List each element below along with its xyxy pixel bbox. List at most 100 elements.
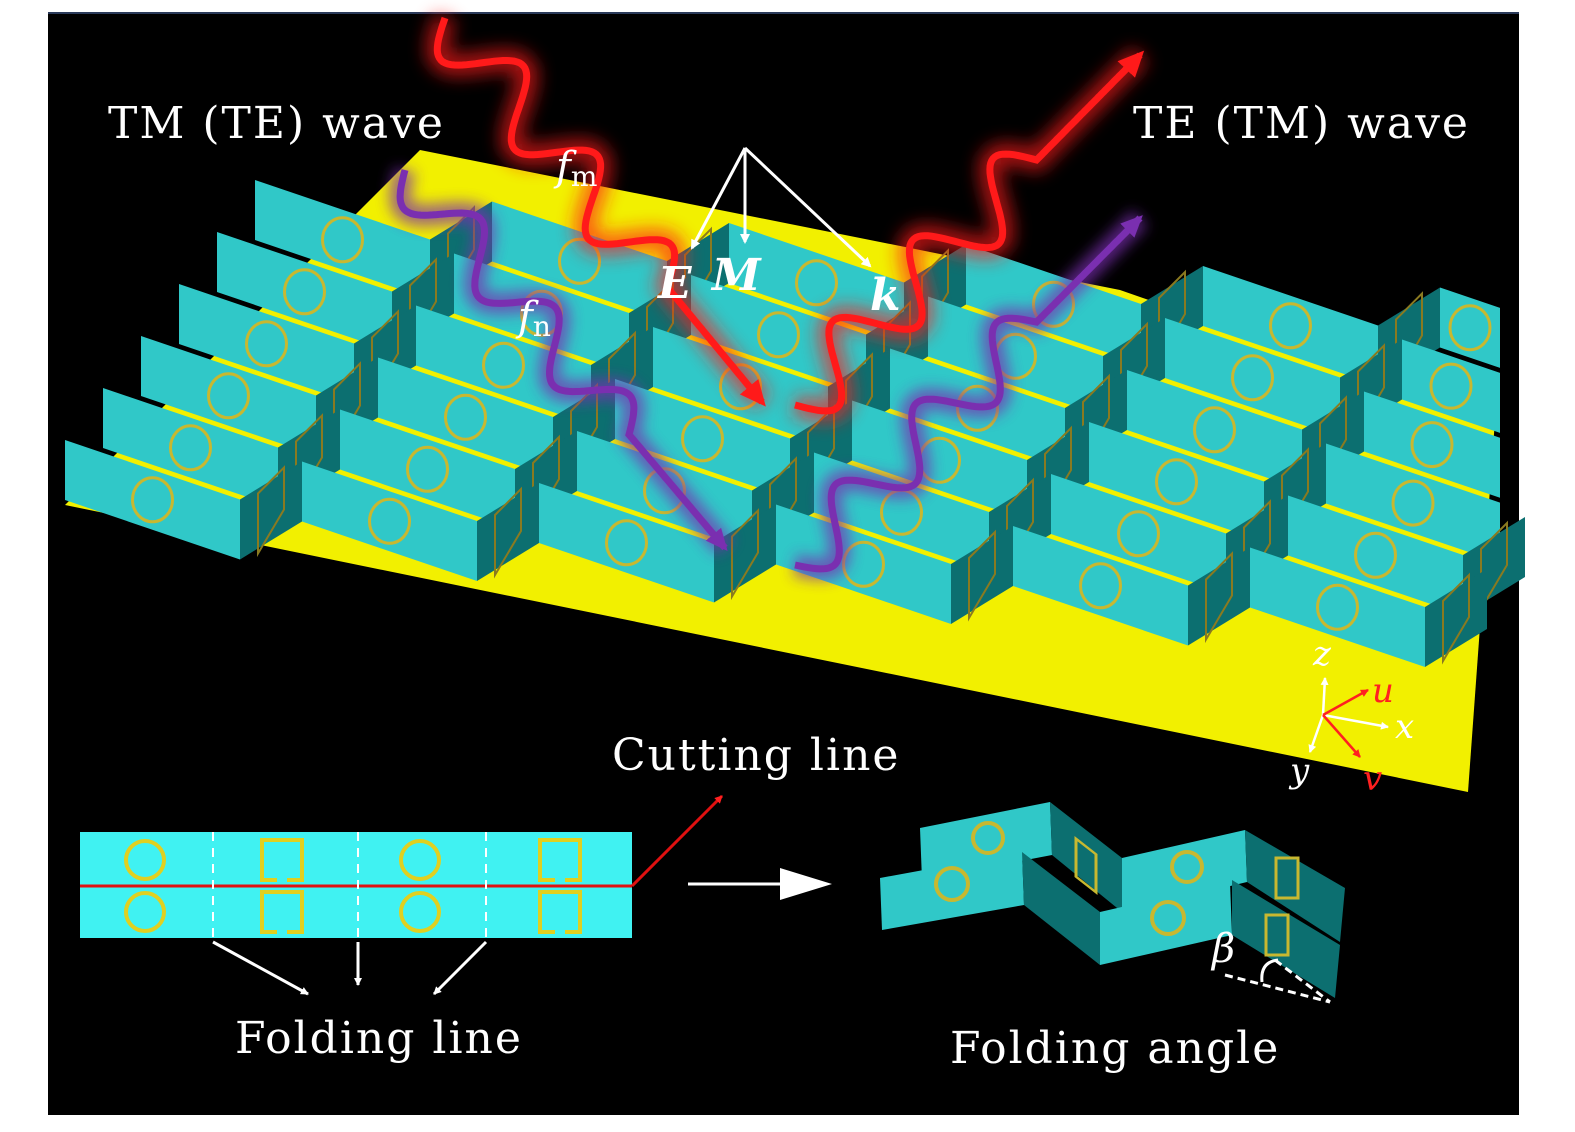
panel-front-face — [217, 232, 392, 352]
panel-front-face — [1165, 318, 1340, 438]
incident-red-wave — [433, 16, 766, 407]
e-field-label: E — [656, 258, 693, 309]
ring-resonator — [1079, 562, 1122, 610]
ring-resonator — [368, 497, 411, 545]
square-resonator — [968, 529, 996, 622]
incident-wave-label: TM (TE) wave — [108, 98, 445, 149]
square-resonator — [494, 486, 522, 579]
square-resonator — [1442, 572, 1470, 665]
ring-resonator — [245, 320, 288, 368]
panel-front-face — [1089, 422, 1264, 542]
ring-resonator — [207, 372, 250, 420]
axis-v-label: v — [1363, 759, 1382, 799]
panel-front-face — [1203, 266, 1378, 386]
ring-resonator — [399, 839, 441, 881]
panel-front-face — [255, 180, 430, 300]
freq-m-label: fm — [553, 144, 597, 193]
square-resonator — [260, 890, 304, 934]
panel-front-face — [1013, 526, 1188, 646]
field-arrows — [690, 146, 872, 268]
ring-resonator — [605, 519, 648, 567]
panel-front-face — [1127, 370, 1302, 490]
m-field-label: M — [710, 250, 762, 301]
panel-side-face — [714, 504, 776, 603]
panel-front-face — [65, 440, 240, 560]
ring-resonator — [1193, 406, 1236, 454]
resonator-pattern — [124, 838, 582, 934]
coordinate-axes: z u x y v — [1288, 634, 1414, 799]
axis-y-label: y — [1288, 751, 1310, 791]
panel-front-face — [1250, 547, 1425, 667]
ring-resonator — [1354, 531, 1397, 579]
ring-resonator — [1117, 510, 1160, 558]
ring-resonator — [399, 891, 441, 933]
transform-arrow — [688, 868, 832, 900]
panel-front-face — [1440, 287, 1500, 368]
ring-resonator — [1391, 479, 1435, 527]
panel-front-face — [492, 201, 667, 321]
ring-resonator — [482, 341, 525, 389]
ring-resonator — [1231, 354, 1274, 402]
ring-resonator — [131, 476, 174, 524]
panel-front-face — [179, 284, 354, 404]
ring-resonator — [406, 445, 449, 493]
wave-paths — [389, 14, 1148, 580]
ring-resonator — [795, 259, 838, 307]
reflected-red-wave — [794, 50, 1145, 415]
panel-front-face — [340, 409, 515, 529]
axis-x-label: x — [1395, 707, 1414, 747]
ring-resonator — [757, 311, 800, 359]
panel-front-face — [1326, 443, 1500, 563]
beta-label: β — [1210, 926, 1235, 972]
panel-side-face — [477, 483, 539, 581]
folding-line-label: Folding line — [235, 1013, 523, 1064]
square-resonator — [538, 838, 582, 882]
panel-side-face — [1188, 547, 1250, 646]
panel-front-face — [776, 504, 951, 624]
ring-resonator — [283, 268, 326, 316]
incident-purple-wave — [396, 169, 728, 552]
square-resonator — [538, 890, 582, 934]
panel-side-face — [951, 526, 1013, 624]
cutting-line-label: Cutting line — [612, 730, 900, 781]
ring-resonator — [681, 415, 724, 463]
axis-z-label: z — [1312, 634, 1332, 674]
panel-front-face — [141, 336, 316, 456]
panel-front-face — [615, 379, 790, 499]
ring-resonator — [1410, 421, 1454, 469]
panel-front-face — [378, 357, 553, 477]
reflected-wave-label: TE (TM) wave — [1133, 98, 1470, 149]
flat-strip — [80, 794, 724, 996]
panel-front-face — [302, 461, 477, 581]
panel-front-face — [691, 275, 866, 395]
panel-front-face — [1364, 391, 1500, 498]
ring-resonator — [169, 424, 212, 472]
panel-side-face — [1425, 569, 1487, 667]
ring-resonator — [1269, 302, 1312, 350]
ring-resonator — [321, 216, 364, 264]
ring-resonator — [1155, 458, 1198, 506]
reflected-purple-wave — [794, 215, 1143, 573]
folding-angle-label: Folding angle — [950, 1023, 1280, 1074]
ring-resonator — [1032, 280, 1075, 328]
folded-unit: β — [880, 802, 1345, 1004]
panel-front-face — [416, 305, 591, 425]
ring-resonator — [444, 393, 487, 441]
ring-resonator — [124, 891, 166, 933]
panel-front-face — [1051, 474, 1226, 594]
ring-resonator — [1429, 362, 1473, 410]
square-resonator — [1205, 551, 1233, 644]
ring-resonator — [124, 839, 166, 881]
panel-front-face — [103, 388, 278, 508]
square-resonator — [731, 508, 759, 601]
panel-front-face — [1402, 339, 1500, 433]
square-resonator — [257, 465, 285, 558]
panel-front-face — [852, 400, 1027, 520]
axis-u-label: u — [1372, 671, 1394, 711]
ring-resonator — [1316, 583, 1359, 631]
square-resonator — [260, 838, 304, 882]
ring-resonator — [1448, 304, 1492, 352]
k-vector-label: k — [870, 270, 901, 321]
panel-front-face — [454, 253, 629, 373]
